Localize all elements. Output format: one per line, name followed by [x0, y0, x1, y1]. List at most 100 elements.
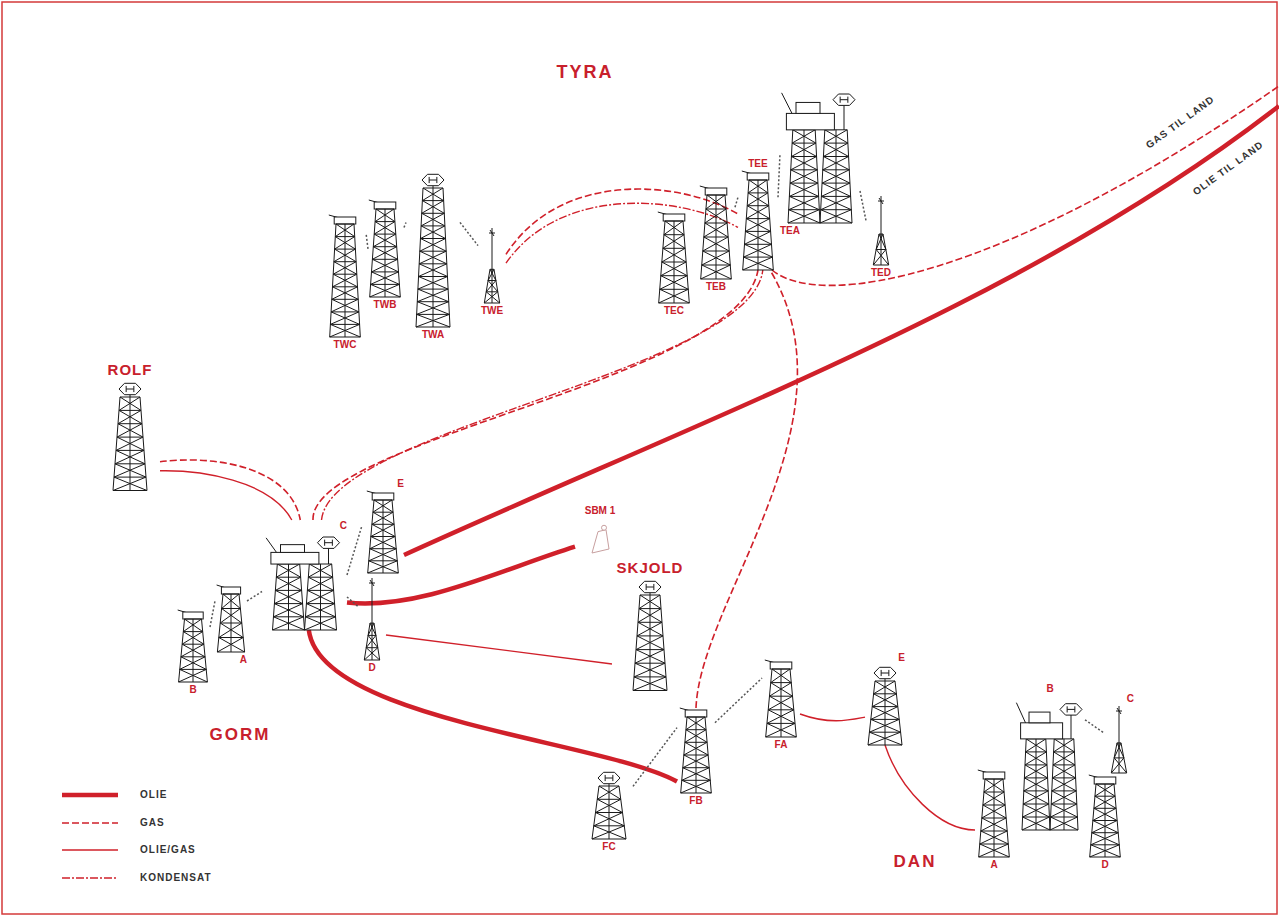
- legend-condensate-sample: [62, 877, 118, 878]
- platform-drawing: [762, 660, 800, 737]
- platform-drawing: [176, 610, 210, 682]
- platform-label: D: [368, 662, 375, 673]
- platform-label: E: [898, 652, 905, 663]
- walkway-bridge: [860, 191, 866, 221]
- platform-label: A: [990, 859, 997, 870]
- walkway-bridge: [347, 526, 362, 576]
- platform-drawing: [1015, 696, 1085, 830]
- oil-pipeline: [309, 630, 677, 782]
- platform-drawing: [780, 86, 860, 223]
- platform-drawing: [738, 171, 778, 270]
- platform-drawing: [585, 770, 633, 839]
- legend-oil-sample: [62, 793, 118, 798]
- oil-gas-pipeline: [885, 745, 975, 830]
- platform-drawing: [866, 196, 896, 265]
- platform-label: TEB: [706, 281, 726, 292]
- gas-pipeline: [696, 270, 797, 708]
- condensate-pipeline: [506, 203, 738, 263]
- walkway-bridge: [210, 601, 215, 627]
- walkway-bridge: [715, 678, 762, 723]
- platform-label: FC: [602, 841, 615, 852]
- platform: TEC: [655, 212, 693, 316]
- platform-label: D: [1101, 859, 1108, 870]
- platform: SBM 1: [575, 505, 625, 557]
- walkway-bridge: [735, 197, 738, 207]
- walkway-bridge: [1085, 720, 1104, 733]
- platform-label: C: [1127, 693, 1134, 704]
- platform-label: E: [397, 478, 404, 489]
- platform-label: B: [1046, 683, 1053, 694]
- walkway-bridge: [347, 597, 358, 607]
- platform-label: B: [189, 684, 196, 695]
- platform: TWE: [478, 228, 506, 316]
- platform: SKJOLD: [612, 560, 688, 690]
- platform-drawing: [262, 533, 347, 630]
- platform: C: [1104, 693, 1134, 773]
- platform-drawing: [1104, 706, 1134, 773]
- platform: C: [262, 520, 347, 630]
- platform: D: [358, 578, 386, 673]
- walkway-bridge: [778, 154, 780, 198]
- platform-label: TEC: [664, 305, 684, 316]
- condensate-pipeline: [322, 270, 763, 520]
- platform-label: SBM 1: [585, 505, 616, 516]
- legend-text: OLIE: [140, 789, 167, 800]
- platform-label: TWB: [374, 299, 397, 310]
- platform: FC: [585, 770, 633, 852]
- platform-drawing: [697, 186, 735, 279]
- platform-drawing: [366, 200, 404, 297]
- platform-drawing: [865, 665, 905, 745]
- platform-label: FA: [775, 739, 788, 750]
- platform: TEB: [697, 186, 735, 292]
- platform-drawing: [478, 228, 506, 303]
- walkway-bridge: [366, 233, 368, 249]
- platform-drawing: [975, 770, 1013, 857]
- platform: TWA: [406, 172, 460, 340]
- platform-drawing: [215, 585, 247, 652]
- oil-gas-pipeline: [160, 471, 292, 520]
- platform-drawing: [358, 578, 386, 660]
- platform: A: [215, 585, 247, 665]
- platform: D: [1087, 775, 1123, 870]
- legend-gas-sample: [62, 822, 118, 824]
- field-name: GORM: [210, 726, 271, 745]
- platform-label: A: [240, 654, 247, 665]
- platform: B: [176, 610, 210, 695]
- legend-text: OLIE/GAS: [140, 844, 196, 855]
- platform-drawing: [612, 579, 688, 691]
- platform: ROLF: [100, 362, 160, 490]
- platform: E: [362, 478, 404, 573]
- platform: FA: [762, 660, 800, 750]
- platform-label: FB: [689, 795, 702, 806]
- platform-drawing: [655, 212, 693, 303]
- pipeline-label: GAS TIL LAND: [1142, 92, 1218, 151]
- platform-label: TED: [871, 267, 891, 278]
- walkway-bridge: [247, 592, 262, 602]
- walkway-bridge: [633, 728, 677, 787]
- platform-drawing: [406, 172, 460, 327]
- platform-label: C: [340, 520, 347, 531]
- walkway-bridge: [404, 222, 406, 227]
- platform: TEA: [780, 86, 860, 236]
- platform-drawing: [575, 518, 625, 557]
- oil-pipeline: [347, 547, 575, 604]
- platform: TEE: [738, 158, 778, 270]
- legend-oilgas-sample: [62, 849, 118, 850]
- field-name: DAN: [894, 853, 937, 872]
- platform-label: TEE: [748, 158, 767, 169]
- oil-gas-pipeline: [386, 635, 612, 664]
- gas-pipeline: [313, 270, 758, 520]
- gas-pipeline-to-shore: [772, 86, 1279, 285]
- platform: A: [975, 770, 1013, 870]
- platform-drawing: [362, 491, 404, 573]
- platform-drawing: [100, 381, 160, 491]
- field-name: TYRA: [557, 63, 614, 83]
- legend-text: GAS: [140, 817, 165, 828]
- platform-label: TWA: [422, 329, 444, 340]
